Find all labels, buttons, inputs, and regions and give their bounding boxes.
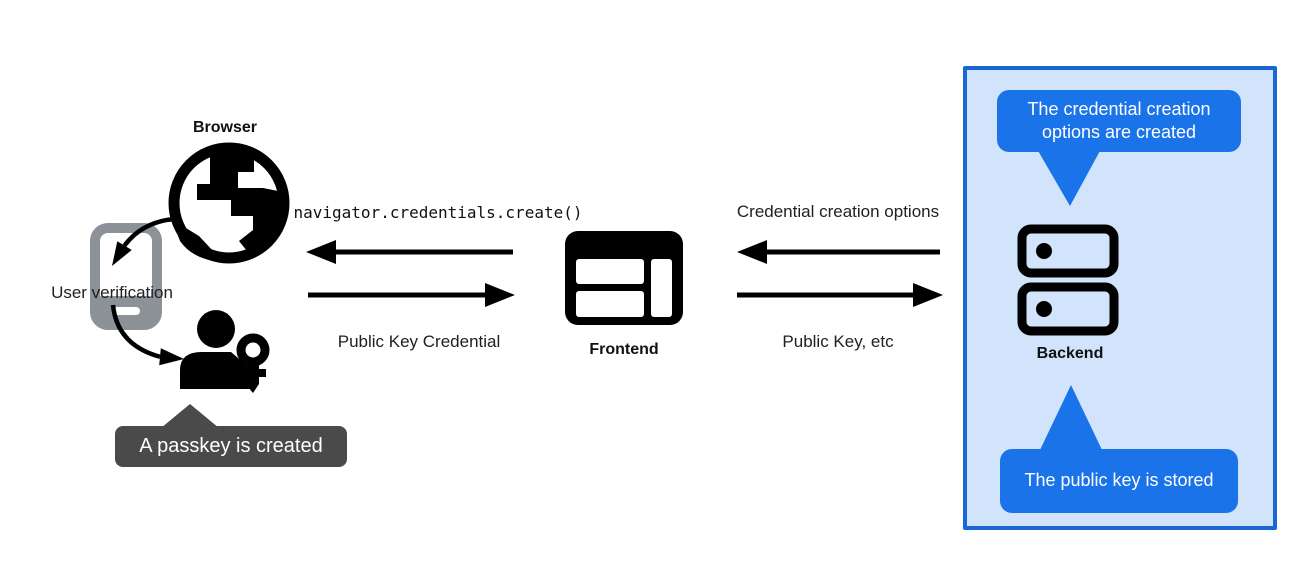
passkey-tooltip-text: A passkey is created (139, 435, 323, 457)
credential-creation-options-label: Credential creation options (736, 202, 940, 221)
browser-window-icon (565, 231, 683, 325)
bottom-note-tail (1039, 385, 1103, 452)
passkey-tooltip-tail (161, 404, 219, 428)
navigator-create-label: navigator.credentials.create() (293, 203, 583, 222)
browser-label: Browser (192, 119, 258, 136)
user-verification-label: User verification (51, 283, 173, 302)
passkey-icon (180, 310, 270, 393)
arrow-backend-to-frontend (737, 240, 940, 264)
arrow-frontend-to-browser (306, 240, 513, 264)
arrow-frontend-to-backend (737, 283, 943, 307)
public-key-credential-label: Public Key Credential (337, 332, 501, 351)
arrow-browser-to-frontend (308, 283, 515, 307)
frontend-label: Frontend (589, 341, 659, 358)
top-note-text: The credential creation options are crea… (1027, 98, 1211, 142)
passkey-created-arrow (110, 304, 184, 366)
server-icon (1017, 224, 1119, 336)
globe-icon (168, 142, 290, 264)
top-note-tail (1037, 149, 1101, 206)
backend-label: Backend (1036, 345, 1104, 362)
top-note-callout: The credential creation options are crea… (997, 90, 1241, 152)
phone-icon (90, 223, 162, 330)
public-key-etc-label: Public Key, etc (782, 332, 894, 351)
user-verification-arrow (112, 216, 175, 266)
passkey-tooltip: A passkey is created (115, 426, 347, 467)
bottom-note-text: The public key is stored (1024, 470, 1214, 491)
bottom-note-callout: The public key is stored (1000, 449, 1238, 513)
